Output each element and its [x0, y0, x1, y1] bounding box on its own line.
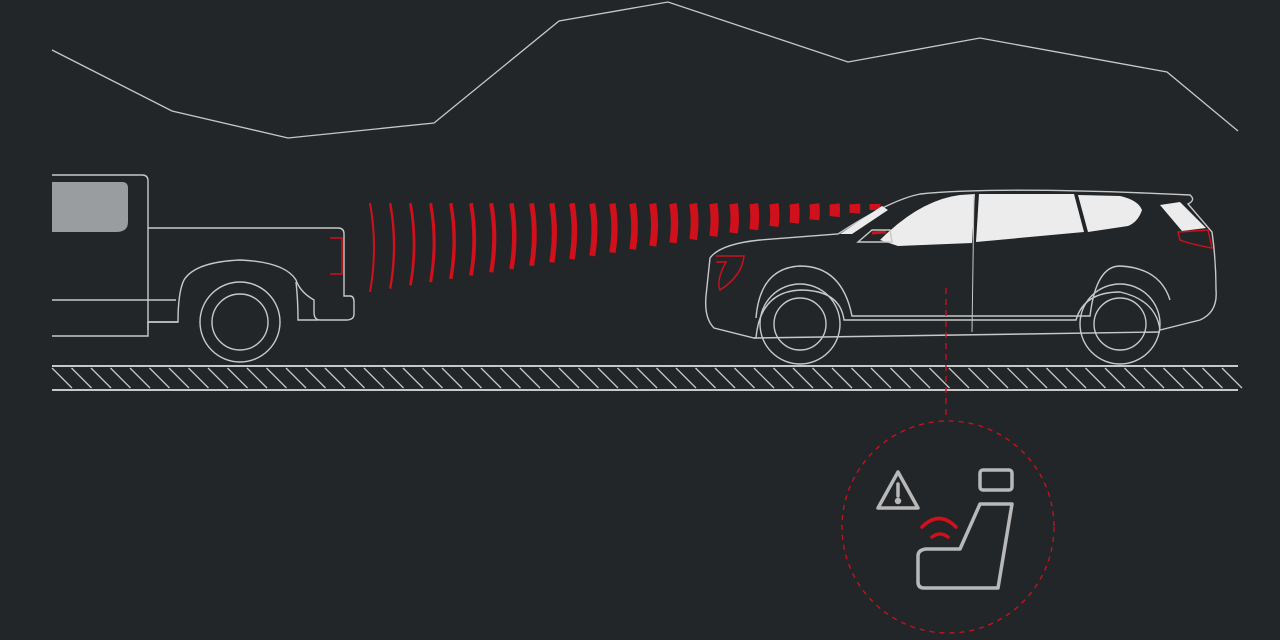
road-hatch	[1104, 367, 1126, 389]
radar-wave	[369, 202, 375, 293]
road-hatch	[480, 367, 502, 389]
road-hatch	[851, 367, 872, 389]
road-hatch	[90, 367, 112, 389]
road-hatch	[987, 367, 1009, 389]
road-hatch	[812, 367, 833, 389]
radar-wave	[609, 202, 618, 254]
road-hatch	[1046, 367, 1067, 389]
road-hatch	[870, 367, 892, 389]
road-hatch	[110, 367, 131, 389]
road-hatch	[578, 367, 599, 389]
road-hatch	[168, 367, 190, 389]
road-hatch	[500, 367, 521, 389]
road-hatch	[675, 367, 697, 389]
road-hatch	[909, 367, 931, 389]
road-hatch	[266, 367, 287, 389]
road-hatch	[539, 367, 560, 389]
road-hatch	[948, 367, 970, 389]
road-hatch	[558, 367, 580, 389]
road-hatch	[929, 367, 950, 389]
road-hatch	[51, 367, 73, 389]
road-hatch	[1143, 367, 1165, 389]
road-hatch	[441, 367, 463, 389]
road	[51, 365, 1243, 391]
mountain-outline	[51, 1, 1239, 139]
road-hatch	[695, 367, 716, 389]
pickup-truck	[52, 174, 355, 363]
alert-callout-circle	[841, 420, 1055, 634]
radar-waves	[369, 202, 881, 293]
road-hatch	[1202, 367, 1223, 389]
radar-wave	[729, 203, 739, 234]
road-hatch	[714, 367, 736, 389]
radar-wave	[429, 202, 436, 283]
road-hatch	[422, 367, 443, 389]
radar-wave	[749, 203, 760, 231]
road-hatch	[1163, 367, 1184, 389]
road-hatch	[344, 367, 365, 389]
radar-wave	[409, 202, 416, 286]
road-hatch	[617, 367, 638, 389]
road-hatch	[71, 367, 92, 389]
warning-icon	[876, 470, 920, 510]
road-hatch	[597, 367, 619, 389]
radar-wave	[589, 202, 598, 257]
seat-icon	[916, 502, 1014, 590]
radar-wave	[469, 202, 477, 276]
road-hatch	[519, 367, 541, 389]
radar-wave	[569, 202, 578, 260]
road-hatch	[149, 367, 170, 389]
road-hatch	[656, 367, 677, 389]
road-hatch	[792, 367, 814, 389]
road-hatch	[773, 367, 794, 389]
road-hatch	[1026, 367, 1048, 389]
road-hatch	[129, 367, 151, 389]
road-hatch	[188, 367, 209, 389]
road-hatch	[831, 367, 853, 389]
road-hatch	[383, 367, 404, 389]
road-hatch	[1124, 367, 1145, 389]
road-hatch	[753, 367, 775, 389]
radar-wave	[549, 202, 557, 263]
road-hatch	[285, 367, 307, 389]
road-hatch	[324, 367, 346, 389]
road-hatch	[890, 367, 911, 389]
radar-wave	[689, 203, 699, 241]
radar-wave	[769, 203, 780, 228]
suv	[704, 189, 1217, 365]
road-hatch	[968, 367, 989, 389]
road-hatch	[207, 367, 229, 389]
road-hatch	[305, 367, 326, 389]
road-hatch	[402, 367, 424, 389]
radar-wave	[389, 202, 396, 289]
radar-wave	[709, 203, 719, 237]
road-hatch	[1007, 367, 1028, 389]
radar-wave	[649, 202, 659, 247]
road-hatch	[636, 367, 658, 389]
road-hatch	[734, 367, 755, 389]
road-hatch	[246, 367, 268, 389]
radar-wave	[489, 202, 497, 273]
road-hatch	[1221, 367, 1243, 389]
road-hatch	[1065, 367, 1087, 389]
radar-wave	[449, 202, 456, 280]
road-hatch	[227, 367, 248, 389]
vibration-icon	[920, 516, 958, 539]
radar-wave	[789, 203, 800, 224]
radar-wave	[629, 202, 638, 250]
radar-wave	[669, 203, 679, 244]
radar-wave	[509, 202, 517, 270]
road-hatch	[461, 367, 482, 389]
road-hatch	[1182, 367, 1204, 389]
road-hatch	[1085, 367, 1106, 389]
truck-rear-window	[52, 182, 128, 232]
headrest-icon	[978, 468, 1014, 492]
road-hatch	[363, 367, 385, 389]
radar-wave	[529, 202, 537, 267]
